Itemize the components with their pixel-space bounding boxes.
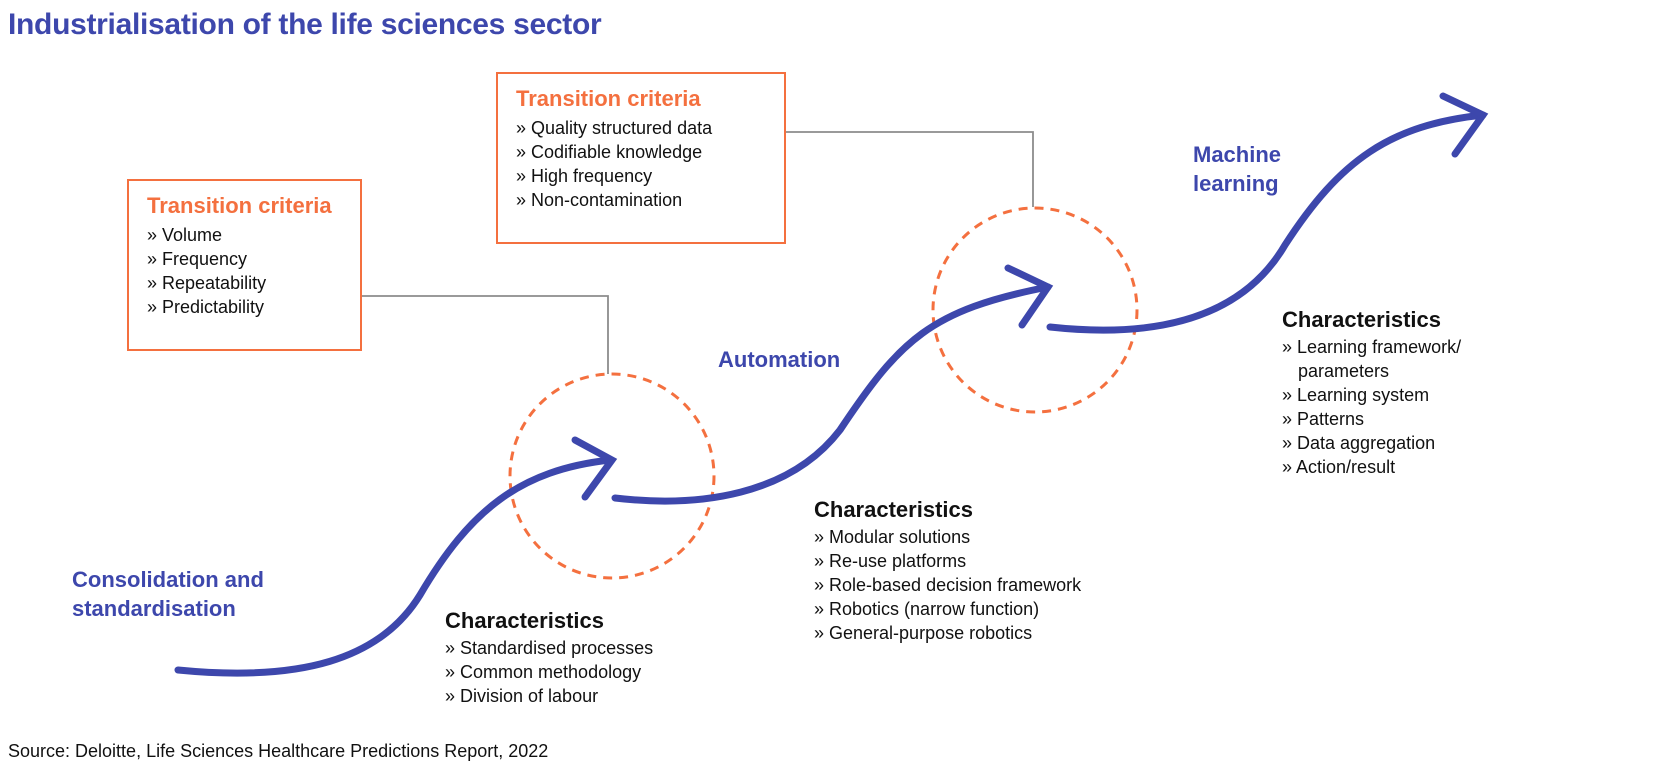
list-item: High frequency [516, 164, 784, 188]
characteristics-title: Characteristics [1282, 307, 1441, 332]
list-item: Volume [147, 223, 360, 247]
transition-criteria-list: Volume Frequency Repeatability Predictab… [147, 223, 360, 319]
transition-criteria-list: Quality structured data Codifiable knowl… [516, 116, 784, 212]
list-item: Standardised processes [445, 636, 653, 660]
list-item: Non-contamination [516, 188, 784, 212]
characteristics-block-1: Characteristics Standardised processes C… [445, 608, 653, 708]
list-item: Codifiable knowledge [516, 140, 784, 164]
characteristics-title: Characteristics [445, 608, 604, 633]
transition-circle-2 [931, 206, 1139, 414]
list-item: Re-use platforms [814, 549, 1081, 573]
characteristics-list: Standardised processes Common methodolog… [445, 636, 653, 708]
arrow-head-3 [1439, 92, 1489, 158]
arrow-head-1 [571, 436, 618, 501]
transition-criteria-box-1: Transition criteria Volume Frequency Rep… [127, 179, 362, 351]
growth-arrow-2 [611, 283, 1052, 505]
arrow-head-2 [1004, 264, 1054, 329]
growth-arrow-1 [174, 456, 614, 677]
page-title: Industrialisation of the life sciences s… [8, 8, 602, 41]
list-item: Action/result [1282, 455, 1461, 479]
list-item: Data aggregation [1282, 431, 1461, 455]
stage-label-consolidation: Consolidation and standardisation [72, 567, 264, 621]
list-item: General-purpose robotics [814, 621, 1081, 645]
transition-criteria-title: Transition criteria [516, 86, 701, 111]
list-item: Division of labour [445, 684, 653, 708]
source-note: Source: Deloitte, Life Sciences Healthca… [8, 741, 549, 761]
characteristics-list: Modular solutions Re-use platforms Role-… [814, 525, 1081, 645]
transition-criteria-title: Transition criteria [147, 193, 332, 218]
transition-circle-1 [508, 372, 716, 580]
list-item: Common methodology [445, 660, 653, 684]
list-item: Role-based decision framework [814, 573, 1081, 597]
list-item: Repeatability [147, 271, 360, 295]
connector-line-1 [362, 295, 609, 374]
characteristics-block-2: Characteristics Modular solutions Re-use… [814, 497, 1081, 645]
stage-label-machine-learning: Machine learning [1193, 142, 1282, 196]
characteristics-block-3: Characteristics Learning framework/ para… [1282, 307, 1461, 479]
list-item: Learning framework/ parameters [1282, 335, 1461, 383]
transition-criteria-box-2: Transition criteria Quality structured d… [496, 72, 786, 244]
list-item: Robotics (narrow function) [814, 597, 1081, 621]
growth-arrow-3 [1046, 111, 1487, 334]
characteristics-list: Learning framework/ parameters Learning … [1282, 335, 1461, 479]
list-item: Quality structured data [516, 116, 784, 140]
list-item: Frequency [147, 247, 360, 271]
list-item: Predictability [147, 295, 360, 319]
characteristics-title: Characteristics [814, 497, 973, 522]
list-item: Modular solutions [814, 525, 1081, 549]
connector-line-2 [786, 131, 1034, 207]
stage-label-automation: Automation [718, 347, 841, 372]
list-item: Learning system [1282, 383, 1461, 407]
list-item: Patterns [1282, 407, 1461, 431]
